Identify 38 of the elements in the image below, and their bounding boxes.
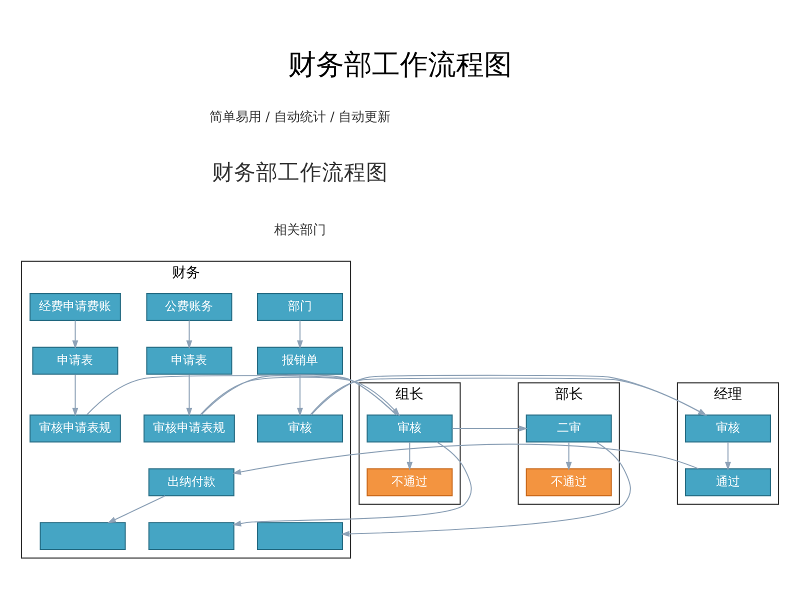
connector <box>200 374 397 415</box>
node-box <box>148 522 234 550</box>
arrow <box>566 442 572 470</box>
node-box: 出纳付款 <box>148 468 234 496</box>
node-box: 不通过 <box>366 468 453 496</box>
arrow <box>107 494 166 523</box>
arrow <box>452 425 528 432</box>
arrow <box>724 442 731 470</box>
node-box: 申请表 <box>32 346 118 374</box>
node-box: 报销单 <box>256 346 343 374</box>
node-box: 审核 <box>256 414 343 442</box>
node-box <box>40 522 126 550</box>
node-box: 二审 <box>526 414 612 442</box>
arrow <box>340 441 631 536</box>
arrow <box>72 320 78 348</box>
node-box: 审核 <box>366 414 453 442</box>
node-box: 不通过 <box>526 468 612 496</box>
node-box: 通过 <box>684 468 771 496</box>
arrow <box>186 374 192 416</box>
label: 相关部门 <box>274 222 326 238</box>
arrow <box>86 374 400 416</box>
arrow <box>406 442 413 470</box>
arrow <box>72 374 78 416</box>
node-box: 审核 <box>684 414 771 442</box>
label: 财务部工作流程图 <box>212 160 388 186</box>
label: 简单易用 / 自动统计 / 自动更新 <box>209 110 391 125</box>
node-box: 申请表 <box>146 346 232 374</box>
node-box <box>256 522 343 550</box>
node-box: 审核申请表规 <box>144 414 235 442</box>
diagram-title: 财务部工作流程图 <box>288 47 512 80</box>
arrow <box>186 320 192 348</box>
node-box: 公费账务 <box>146 292 232 320</box>
node-box: 经费申请费账 <box>30 292 121 320</box>
arrow <box>296 320 303 348</box>
node-box: 部门 <box>256 292 343 320</box>
arrow <box>232 441 472 526</box>
arrow <box>232 443 699 474</box>
node-box: 审核申请表规 <box>30 414 121 442</box>
